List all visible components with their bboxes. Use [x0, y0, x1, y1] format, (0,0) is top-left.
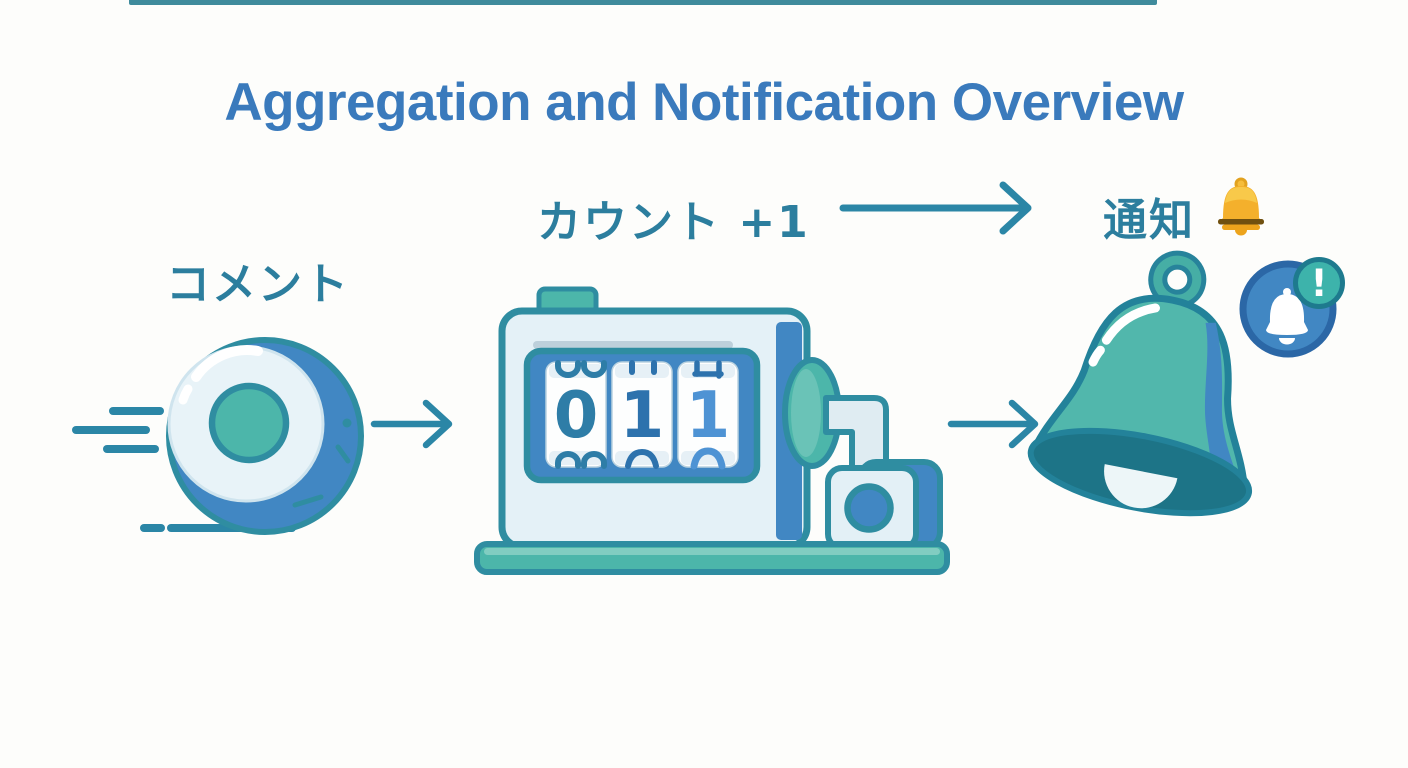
flow-arrow-3: [947, 399, 1039, 449]
label-comment: コメント: [166, 259, 350, 310]
bell-emoji-icon: [1218, 177, 1264, 236]
page-title: Aggregation and Notification Overview: [224, 72, 1184, 132]
counter-digit-1: 0: [554, 379, 599, 453]
badge-bell-icon: [1266, 288, 1308, 345]
counter-base: [474, 541, 950, 575]
tally-counter-illustration: 0 1 1: [474, 286, 950, 575]
counter-wheel-2: 1: [611, 360, 673, 469]
disc-center-dot: [208, 382, 290, 464]
alert-exclamation: !: [1311, 262, 1328, 305]
counter-digit-3: 1: [686, 379, 731, 453]
bell-clapper: [1104, 464, 1178, 509]
counter-wheel-1: 0: [545, 360, 607, 469]
top-accent-bar: [129, 0, 1157, 5]
flow-arrow-2: [839, 181, 1032, 235]
bell-illustration: !: [1027, 250, 1345, 517]
flow-arrow-1: [370, 399, 453, 449]
counter-lever-mechanism: [782, 357, 943, 551]
notification-badge: !: [1239, 257, 1345, 358]
label-count-plus-one: カウント +1: [537, 197, 810, 248]
alert-icon: !: [1293, 257, 1345, 309]
counter-digit-2: 1: [620, 379, 665, 453]
label-notification: 通知: [1103, 195, 1195, 246]
comment-disc-illustration: [166, 337, 364, 535]
counter-wheel-3: 1: [677, 360, 739, 470]
